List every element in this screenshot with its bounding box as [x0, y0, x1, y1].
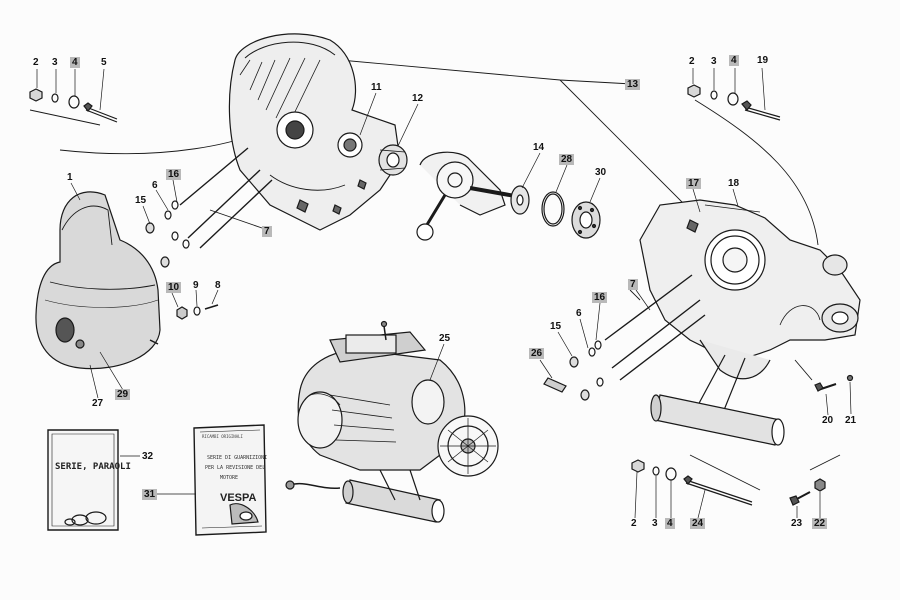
packet-31-line-2: PER LA REVISIONE DEL	[205, 465, 266, 471]
hardware-6-16-15-upper	[145, 200, 190, 268]
gasket-kit-packet-31	[193, 424, 267, 536]
hardware-set-bottom	[631, 459, 753, 506]
bearing-30	[571, 201, 601, 239]
hardware-6-16-15-26-lower	[543, 340, 604, 401]
callout-26: 26	[529, 348, 545, 359]
callout-3: 3	[652, 518, 658, 529]
callout-12: 12	[412, 93, 424, 104]
callout-3: 3	[711, 56, 717, 67]
flywheel-cover-1	[35, 191, 161, 370]
callout-6: 6	[152, 180, 158, 191]
crankshaft	[416, 151, 516, 241]
studs-left	[179, 147, 273, 249]
callout-18: 18	[728, 178, 740, 189]
callout-22: 22	[812, 518, 828, 529]
callout-19: 19	[757, 55, 769, 66]
callout-3: 3	[52, 57, 58, 68]
callout-leaders	[36, 67, 852, 519]
callout-2: 2	[33, 57, 39, 68]
hardware-20-21	[814, 374, 854, 392]
bearing-12	[378, 144, 408, 176]
callout-21: 21	[845, 415, 857, 426]
callout-11: 11	[371, 82, 382, 93]
callout-16: 16	[166, 169, 182, 180]
callout-14: 14	[533, 142, 545, 153]
assembled-engine-25	[285, 320, 499, 523]
callout-29: 29	[115, 389, 131, 400]
callout-7: 7	[628, 279, 638, 290]
packet-31-header: RICAMBI ORIGINALI	[202, 434, 243, 439]
crankcase-half-right	[639, 199, 861, 446]
hardware-23-22	[789, 478, 826, 506]
hardware-set-top-left	[29, 88, 118, 123]
callout-4: 4	[70, 57, 80, 68]
callout-31: 31	[142, 489, 158, 500]
washer-14	[510, 185, 530, 215]
callout-6: 6	[576, 308, 582, 319]
callout-4: 4	[729, 55, 739, 66]
callout-9: 9	[193, 280, 199, 291]
callout-13: 13	[625, 79, 641, 90]
packet-32-title: SERIE, PARAOLI	[55, 462, 131, 472]
hardware-set-top-right	[687, 84, 781, 121]
callout-32: 32	[142, 451, 154, 462]
hardware-10-9-8	[176, 304, 219, 320]
seal-kit-packet-32	[47, 429, 119, 531]
callout-4: 4	[665, 518, 675, 529]
callout-8: 8	[215, 280, 221, 291]
callout-15: 15	[550, 321, 562, 332]
leader-lines	[29, 59, 841, 491]
callout-16: 16	[592, 292, 608, 303]
crankcase-half-left	[228, 33, 401, 231]
callout-28: 28	[559, 154, 575, 165]
packet-31-brand: VESPA	[220, 492, 257, 504]
o-ring-28	[541, 191, 565, 227]
callout-23: 23	[791, 518, 803, 529]
callout-17: 17	[686, 178, 702, 189]
callout-24: 24	[690, 518, 706, 529]
callout-15: 15	[135, 195, 147, 206]
callout-10: 10	[166, 282, 182, 293]
packet-31-line-3: MOTORE	[220, 475, 239, 481]
callout-27: 27	[92, 398, 104, 409]
callout-1: 1	[67, 172, 73, 183]
packet-31-line-1: SERIE DI GUARNIZIONI	[207, 455, 268, 461]
callout-2: 2	[631, 518, 637, 529]
callout-2: 2	[689, 56, 695, 67]
callout-20: 20	[822, 415, 834, 426]
callout-30: 30	[595, 167, 607, 178]
callout-7: 7	[262, 226, 272, 237]
callout-5: 5	[101, 57, 107, 68]
callout-25: 25	[439, 333, 451, 344]
